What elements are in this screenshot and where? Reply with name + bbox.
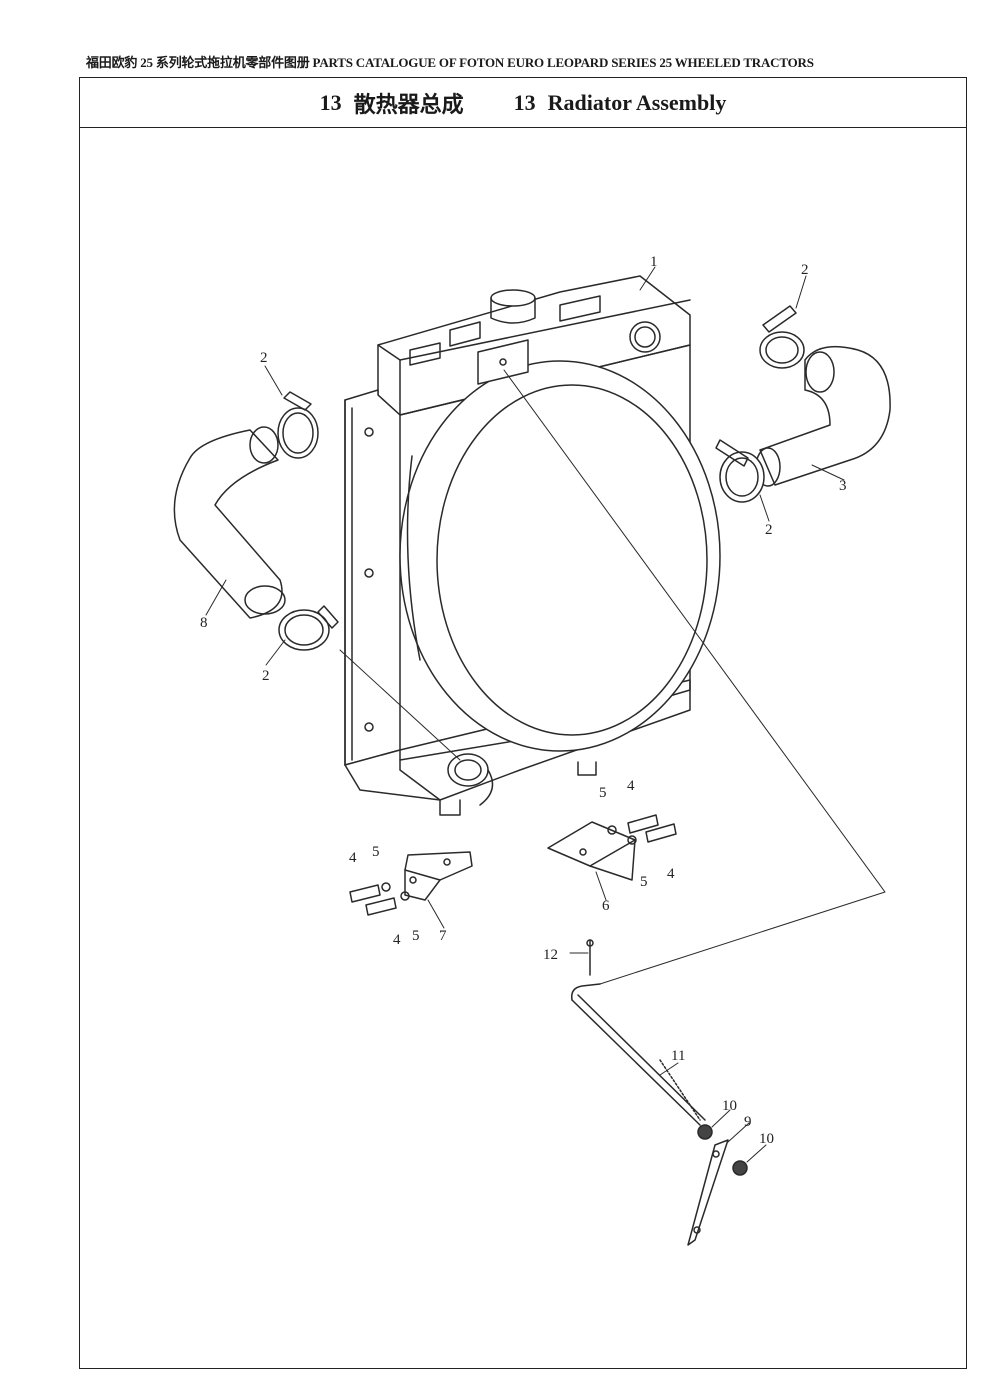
page-frame: 13 散热器总成 13 Radiator Assembly (79, 77, 967, 1369)
callout-2: 2 (765, 522, 773, 538)
fan-shroud (399, 339, 721, 761)
hose-clamp-upper-left (277, 391, 319, 459)
stay-bracket (687, 1124, 748, 1246)
callout-1: 1 (650, 254, 658, 270)
hose-clamp-lower-left (278, 605, 339, 651)
callout-8: 8 (200, 615, 208, 631)
callout-5: 5 (640, 874, 648, 890)
callout-labels: 1 2 2 2 2 3 8 4 5 5 4 6 4 5 4 5 7 12 11 … (200, 254, 847, 1147)
callout-5: 5 (599, 785, 607, 801)
callout-6: 6 (602, 898, 610, 914)
callout-10: 10 (759, 1131, 774, 1147)
title-name-cn: 散热器总成 (353, 91, 464, 117)
callout-12: 12 (543, 947, 558, 963)
callout-11: 11 (671, 1048, 685, 1064)
callout-10: 10 (722, 1098, 737, 1114)
callout-4: 4 (393, 932, 401, 948)
hose-clamp-upper-right (759, 305, 805, 369)
bracket-right (547, 821, 636, 881)
bracket-left (404, 851, 473, 901)
callout-7: 7 (439, 928, 447, 944)
callout-2: 2 (260, 350, 268, 366)
title-number-cn: 13 (319, 89, 342, 115)
leader-lines (205, 266, 886, 1163)
title-name-en: Radiator Assembly (547, 89, 727, 115)
hose-clamp-lower-right (715, 439, 765, 503)
callout-2: 2 (801, 262, 809, 278)
callout-4: 4 (667, 866, 675, 882)
callout-9: 9 (744, 1114, 752, 1130)
bolts-left (349, 882, 410, 916)
running-header: 福田欧豹 25 系列轮式拖拉机零部件图册 PARTS CATALOGUE OF … (86, 55, 814, 70)
callout-3: 3 (839, 478, 847, 494)
callout-5: 5 (412, 928, 420, 944)
callout-5: 5 (372, 844, 380, 860)
callout-2: 2 (262, 668, 270, 684)
bolts-right (607, 814, 677, 845)
page-title: 13 散热器总成 13 Radiator Assembly (80, 78, 966, 128)
stay-rod (570, 939, 706, 1126)
title-number-en: 13 (513, 89, 536, 115)
callout-4: 4 (627, 778, 635, 794)
lower-hose (173, 426, 286, 619)
callout-4: 4 (349, 850, 357, 866)
